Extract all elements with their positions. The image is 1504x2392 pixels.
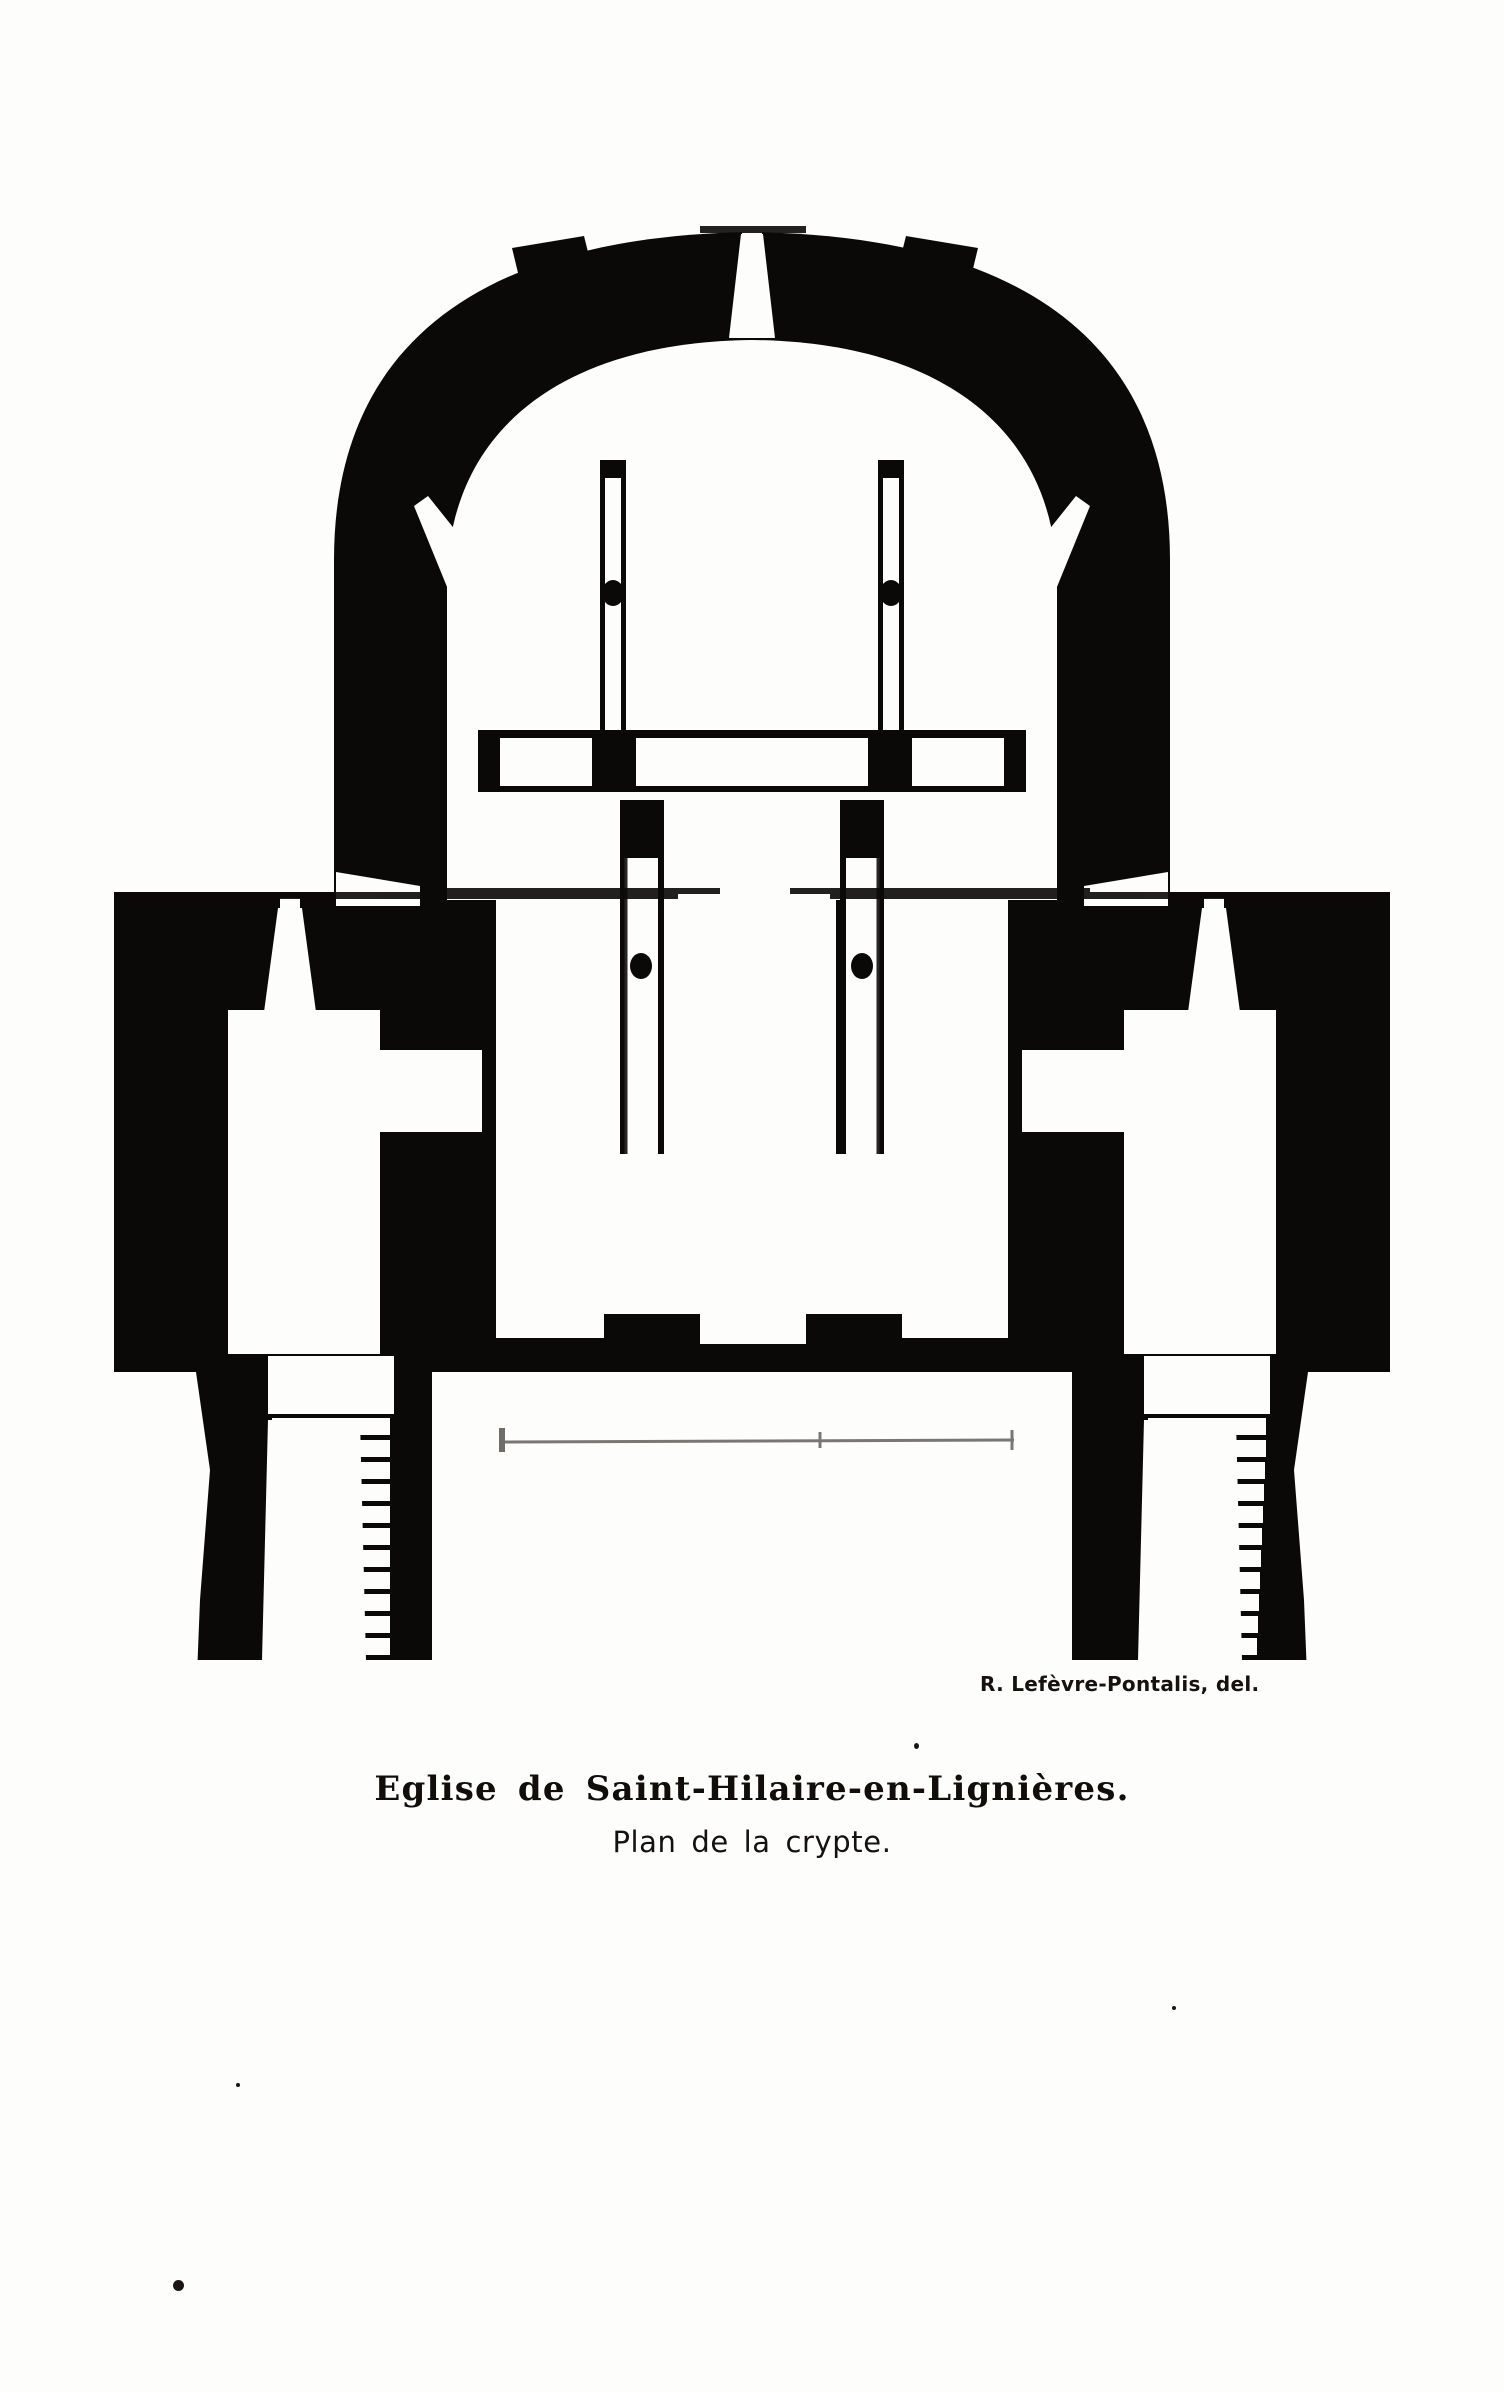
scale-bar-line — [499, 1438, 1015, 1444]
west-chambers-group — [604, 1154, 902, 1360]
west-chamber-sill-left — [604, 1314, 700, 1360]
window-splay-left-arm — [264, 908, 316, 1012]
window-splay-apse-right — [1004, 496, 1090, 604]
nave-aisle-left-void — [496, 818, 620, 1338]
stair-right-group — [1144, 1356, 1270, 1698]
window-splay-left-slit — [280, 898, 300, 912]
west-chamber-center-void — [686, 1154, 818, 1344]
crosswall-opening-left — [500, 738, 592, 786]
ground-cut-right — [1294, 1372, 1390, 1700]
ground-cut-left — [114, 1372, 210, 1700]
window-splay-right-arm — [1188, 908, 1240, 1012]
caption-title: Eglise de Saint-Hilaire-en-Lignières. — [374, 1769, 1130, 1809]
lateral-passage-right — [1022, 1050, 1124, 1132]
column-icon-apse-left — [602, 580, 624, 606]
paper-speck — [236, 2083, 240, 2087]
paper-speck — [914, 1743, 919, 1749]
stair-right-landing — [1144, 1356, 1270, 1414]
column-icon-nave-left — [630, 953, 652, 979]
lateral-arm-left-group — [228, 898, 482, 1354]
lateral-chamber-left-void — [228, 1010, 380, 1354]
plan-ink-group — [114, 226, 1390, 1700]
column-icon-nave-right — [851, 953, 873, 979]
apse-buttress-group — [512, 236, 978, 306]
paper-speck — [173, 2280, 184, 2291]
lateral-arm-right-group — [1022, 898, 1276, 1354]
window-splay-right-slit — [1204, 898, 1224, 912]
window-splay-apse-left — [414, 496, 500, 604]
caption-subtitle: Plan de la crypte. — [612, 1825, 892, 1860]
crosswall-opening-center — [636, 738, 868, 786]
lateral-chamber-right-void — [1124, 1010, 1276, 1354]
buttress-right-icon — [892, 236, 978, 306]
west-chamber-sill-right — [806, 1314, 902, 1360]
stair-left-treads — [272, 1418, 390, 1698]
plate-caption: Eglise de Saint-Hilaire-en-Lignières. Pl… — [0, 1769, 1504, 1860]
stair-right-treads — [1148, 1418, 1266, 1698]
draughtsman-signature: R. Lefèvre-Pontalis, del. — [980, 1672, 1260, 1696]
chancel-crosswall-group — [478, 730, 1026, 792]
west-chamber-right-void — [806, 1154, 902, 1314]
column-icon-apse-right — [880, 580, 902, 606]
west-chamber-left-void — [604, 1154, 700, 1314]
stair-left-landing — [268, 1356, 394, 1414]
nave-aisle-right-void — [884, 818, 1008, 1338]
stair-left-group — [268, 1356, 394, 1698]
paper-speck — [1172, 2006, 1176, 2010]
lateral-passage-left — [380, 1050, 482, 1132]
apse-interior-voids — [447, 340, 1057, 900]
window-splay-axial — [729, 234, 775, 338]
buttress-left-icon — [512, 236, 598, 306]
scale-bar — [499, 1428, 1015, 1452]
apse-inner-void — [447, 340, 1057, 900]
print-artefacts — [118, 226, 1390, 899]
crosswall-opening-right — [912, 738, 1004, 786]
